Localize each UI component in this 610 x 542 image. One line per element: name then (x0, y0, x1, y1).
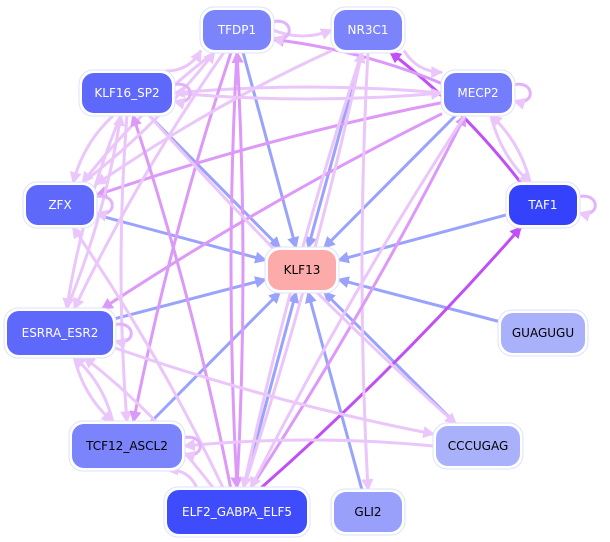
self-loop-tfdp1 (270, 19, 291, 47)
edge-mecp2-to-klf13 (322, 113, 458, 250)
node-box (203, 10, 271, 50)
node-box (7, 311, 113, 355)
node-box (82, 73, 172, 113)
edge-guagugu-to-klf13 (336, 276, 500, 323)
edge-tfdp1-to-elf2_gabpa_elf5 (229, 51, 243, 490)
edge-elf2_gabpa_elf5-to-tfdp1 (231, 50, 245, 489)
node-nr3c1[interactable]: NR3C1 (330, 6, 406, 54)
edge-taf1-to-mecp2 (489, 113, 532, 184)
node-mecp2[interactable]: MECP2 (440, 69, 516, 117)
node-esrra_esr2[interactable]: ESRRA_ESR2 (3, 307, 117, 359)
node-label: TAF1 (527, 198, 557, 212)
self-loop-zfx (93, 194, 114, 222)
node-box (167, 490, 307, 534)
edge-klf16_sp2-to-tfdp1 (165, 49, 203, 73)
edge-zfx-to-klf13 (95, 213, 268, 264)
self-loop-taf1 (576, 194, 597, 222)
edge-nr3c1-to-zfx (95, 49, 333, 186)
node-box (334, 492, 402, 532)
node-elf2_gabpa_elf5[interactable]: ELF2_GABPA_ELF5 (163, 486, 311, 538)
node-box (436, 426, 520, 466)
node-taf1[interactable]: TAF1 (505, 181, 581, 229)
self-loop-tcf12_ascl2 (181, 435, 202, 463)
edge-klf16_sp2-to-zfx (69, 113, 115, 185)
node-label: KLF13 (284, 263, 321, 277)
edge-elf2_gabpa_elf5-to-taf1 (259, 226, 523, 490)
edge-mecp2-to-elf2_gabpa_elf5 (249, 114, 467, 490)
edge-cccugag-to-tcf12_ascl2 (182, 438, 435, 451)
edge-mecp2-to-klf16_sp2 (172, 85, 443, 99)
edge-nr3c1-to-gli2 (360, 51, 374, 492)
node-box (26, 185, 94, 225)
edge-tfdp1-to-esrra_esr2 (72, 51, 226, 311)
node-label: KLF16_SP2 (94, 86, 159, 100)
node-box (334, 10, 402, 50)
node-tcf12_ascl2[interactable]: TCF12_ASCL2 (68, 420, 186, 472)
node-gli2[interactable]: GLI2 (330, 488, 406, 536)
edge-tcf12_ascl2-to-klf13 (149, 290, 282, 424)
node-label: ELF2_GABPA_ELF5 (182, 505, 292, 519)
edge-tfdp1-to-tcf12_ascl2 (129, 51, 233, 424)
node-label: CCCUGAG (448, 439, 509, 453)
node-klf13[interactable]: KLF13 (264, 246, 340, 294)
edge-elf2_gabpa_elf5-to-klf16_sp2 (130, 113, 233, 489)
edge-taf1-to-klf13 (336, 213, 508, 264)
node-label: MECP2 (457, 86, 498, 100)
node-label: GUAGUGU (512, 326, 574, 340)
self-loop-mecp2 (511, 82, 532, 110)
edge-nr3c1-to-mecp2 (402, 49, 444, 79)
node-label: TCF12_ASCL2 (85, 439, 168, 453)
node-label: NR3C1 (348, 23, 389, 37)
node-zfx[interactable]: ZFX (22, 181, 98, 229)
edge-esrra_esr2-to-cccugag (114, 346, 436, 438)
edge-elf2_gabpa_elf5-to-zfx (71, 226, 225, 489)
node-box (268, 250, 336, 290)
edge-tcf12_ascl2-to-esrra_esr2 (73, 355, 115, 423)
edge-zfx-to-tfdp1 (81, 51, 216, 185)
edge-klf16_sp2-to-mecp2 (173, 87, 444, 101)
node-label: ESRRA_ESR2 (22, 326, 99, 340)
edge-gli2-to-klf13 (305, 290, 364, 491)
edge-mecp2-to-esrra_esr2 (100, 112, 443, 311)
node-label: ZFX (48, 198, 71, 212)
node-label: TFDP1 (217, 23, 256, 37)
self-loop-esrra_esr2 (112, 322, 133, 350)
node-guagugu[interactable]: GUAGUGU (497, 309, 589, 357)
edge-esrra_esr2-to-tcf12_ascl2 (72, 356, 114, 424)
node-box (444, 73, 512, 113)
edge-elf2_gabpa_elf5-to-mecp2 (249, 113, 467, 489)
edge-elf2_gabpa_elf5-to-esrra_esr2 (82, 355, 215, 489)
self-loops-layer (93, 19, 597, 463)
node-tfdp1[interactable]: TFDP1 (199, 6, 275, 54)
edge-tfdp1-to-nr3c1 (272, 28, 334, 40)
node-klf16_sp2[interactable]: KLF16_SP2 (78, 69, 176, 117)
node-label: GLI2 (354, 505, 381, 519)
node-box (509, 185, 577, 225)
edge-tfdp1-to-klf13 (241, 51, 300, 250)
self-loop-klf16_sp2 (171, 82, 192, 110)
edge-elf2_gabpa_elf5-to-tcf12_ascl2 (165, 463, 199, 489)
edge-esrra_esr2-to-klf13 (114, 276, 268, 321)
node-box (501, 313, 585, 353)
node-cccugag[interactable]: CCCUGAG (432, 422, 524, 470)
edge-mecp2-to-taf1 (489, 114, 532, 185)
edge-klf16_sp2-to-tcf12_ascl2 (119, 114, 133, 424)
node-box (72, 424, 182, 468)
